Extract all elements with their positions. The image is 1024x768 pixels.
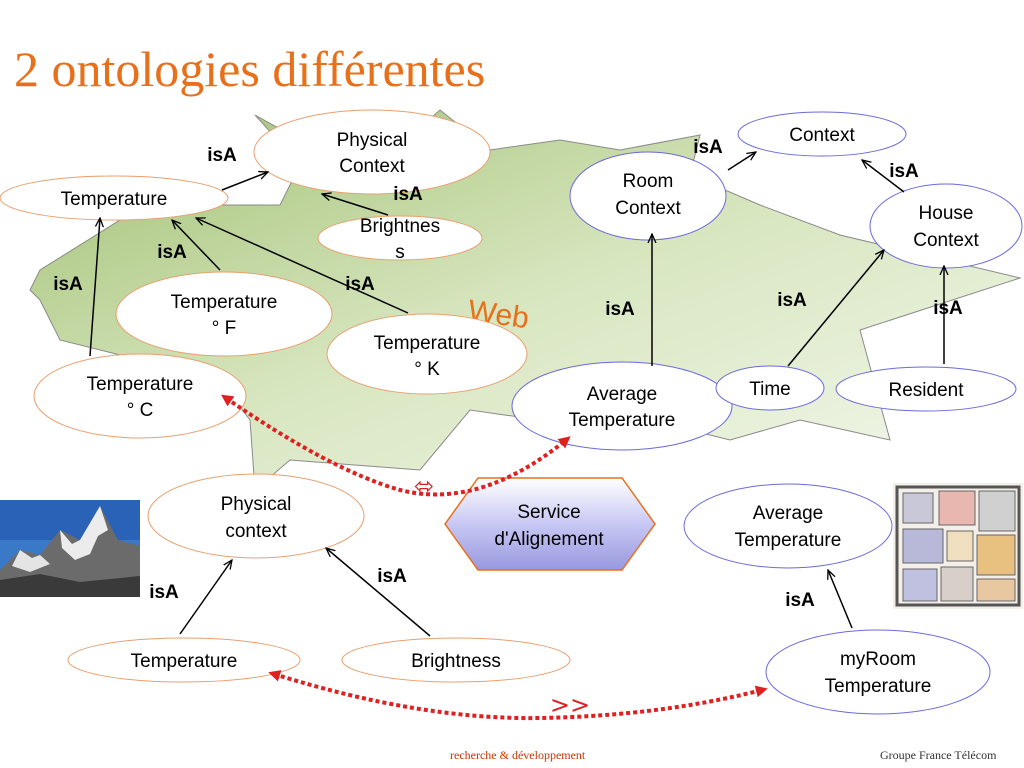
isa-arrow — [196, 217, 409, 314]
floor-plan-image — [893, 483, 1023, 609]
svg-text:° F: ° F — [212, 318, 236, 339]
isa-label: isA — [933, 298, 963, 319]
isa-arrow — [322, 194, 389, 216]
isa-label: isA — [889, 161, 919, 182]
isa-arrow — [828, 570, 853, 629]
isa-label: isA — [157, 242, 187, 263]
svg-text:Temperature: Temperature — [61, 189, 168, 210]
footer-left-text: recherche & développement — [450, 748, 586, 762]
node-brightness-top: Brightnes s — [317, 215, 483, 263]
node-physical-context-bottom: Physical context — [147, 473, 365, 559]
svg-text:Context: Context — [913, 230, 979, 251]
node-temperature-k: Temperature ° K — [326, 313, 528, 395]
service-alignement-box: Service d'Alignement — [444, 477, 656, 571]
isa-label: isA — [149, 582, 179, 603]
node-average-temperature-top: Average Temperature — [511, 361, 733, 451]
isa-arrow — [862, 160, 905, 193]
subsumption-alignment-arrow — [268, 670, 768, 721]
svg-text:Temperature: Temperature — [131, 651, 238, 672]
node-time: Time — [715, 365, 825, 411]
svg-text:Context: Context — [789, 125, 855, 146]
svg-text:Physical: Physical — [337, 130, 408, 151]
node-resident: Resident — [835, 366, 1017, 412]
svg-text:Temperature: Temperature — [87, 374, 194, 395]
svg-text:Room: Room — [623, 171, 674, 192]
node-average-temperature-bottom: Average Temperature — [683, 483, 893, 569]
isa-label: isA — [693, 137, 723, 158]
isa-arrow — [89, 218, 100, 357]
svg-text:Context: Context — [339, 156, 405, 177]
svg-text:s: s — [395, 242, 405, 263]
node-myroom-temperature: myRoom Temperature — [765, 629, 991, 715]
isa-arrow — [326, 548, 431, 637]
svg-text:Resident: Resident — [889, 380, 965, 401]
subsumption-symbol: >> — [550, 691, 590, 719]
svg-text:Average: Average — [753, 503, 823, 524]
svg-text:d'Alignement: d'Alignement — [494, 529, 604, 550]
svg-text:Brightnes: Brightnes — [360, 216, 440, 237]
node-house-context: House Context — [869, 183, 1023, 269]
isa-arrow — [172, 220, 221, 271]
node-temperature-c: Temperature ° C — [33, 353, 247, 439]
isa-label: isA — [345, 274, 375, 295]
isa-label: isA — [207, 145, 237, 166]
svg-text:myRoom: myRoom — [840, 649, 916, 670]
node-temperature-bottom: Temperature — [67, 637, 301, 683]
isa-arrow — [179, 560, 232, 635]
svg-text:Temperature: Temperature — [825, 676, 932, 697]
svg-text:Average: Average — [587, 384, 657, 405]
isa-arrow — [221, 172, 268, 191]
isa-arrow — [727, 152, 756, 171]
svg-text:Physical: Physical — [221, 494, 292, 515]
isa-arrow — [787, 250, 884, 367]
equivalence-alignment-arrow — [221, 394, 571, 497]
svg-text:Brightness: Brightness — [411, 651, 501, 672]
equivalence-symbol: ⬄ — [414, 472, 434, 500]
node-physical-context-top: Physical Context — [253, 109, 491, 195]
node-temperature-f: Temperature ° F — [115, 271, 333, 357]
slide-title: 2 ontologies différentes — [14, 41, 486, 97]
node-brightness-bottom: Brightness — [341, 637, 571, 683]
isa-label: isA — [777, 290, 807, 311]
isa-label: isA — [605, 299, 635, 320]
node-room-context: Room Context — [569, 151, 727, 241]
isa-label: isA — [53, 274, 83, 295]
svg-text:Temperature: Temperature — [171, 292, 278, 313]
footer-right-text: Groupe France Télécom — [880, 748, 997, 762]
isa-label: isA — [785, 590, 815, 611]
svg-text:Service: Service — [517, 502, 580, 523]
node-context: Context — [737, 111, 907, 157]
mountain-photo — [0, 500, 140, 597]
svg-text:context: context — [225, 521, 287, 542]
svg-text:Time: Time — [749, 379, 791, 400]
isa-label: isA — [377, 566, 407, 587]
svg-text:Temperature: Temperature — [569, 410, 676, 431]
node-temperature-top: Temperature — [0, 175, 229, 221]
svg-text:° C: ° C — [127, 400, 154, 421]
svg-text:° K: ° K — [414, 359, 440, 380]
svg-text:Context: Context — [615, 198, 681, 219]
svg-text:House: House — [919, 203, 974, 224]
svg-text:Temperature: Temperature — [374, 333, 481, 354]
isa-label: isA — [393, 184, 423, 205]
svg-text:Temperature: Temperature — [735, 530, 842, 551]
